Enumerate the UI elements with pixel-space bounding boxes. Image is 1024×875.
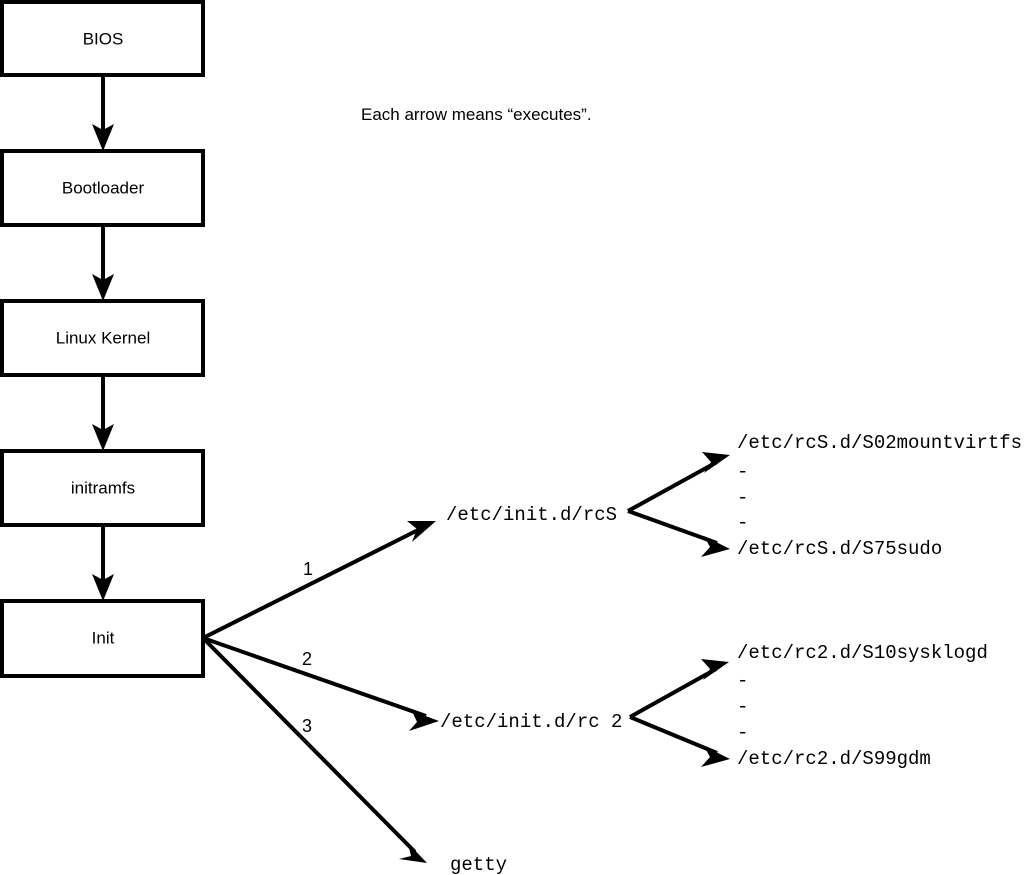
rcs-ellipsis-dash-2: - xyxy=(737,487,748,509)
bios-label: BIOS xyxy=(83,29,124,48)
bios-box[interactable] xyxy=(0,0,205,77)
rcs-script-last: /etc/rcS.d/S75sudo xyxy=(737,538,942,560)
arrow-init-to-rc2 xyxy=(202,636,439,731)
rc2-ellipsis-dash-3: - xyxy=(737,722,748,744)
node-initramfs[interactable]: initramfs xyxy=(0,449,205,527)
init-box[interactable] xyxy=(0,599,205,678)
arrow-bootloader-to-kernel xyxy=(92,225,114,301)
arrow-rcs-to-last-script xyxy=(627,509,730,557)
branch-number-1: 1 xyxy=(303,559,313,579)
arrow-init-to-rcs xyxy=(202,521,436,640)
initramfs-box[interactable] xyxy=(0,449,205,527)
rcs-ellipsis-dash-3: - xyxy=(737,512,748,534)
rc2-script-first: /etc/rc2.d/S10sysklogd xyxy=(737,642,988,664)
rcs-script-first: /etc/rcS.d/S02mountvirtfs xyxy=(737,432,1022,454)
arrow-rcs-to-first-script xyxy=(627,452,730,513)
node-bootloader[interactable]: Bootloader xyxy=(0,149,205,227)
node-bios[interactable]: BIOS xyxy=(0,0,205,77)
rc2-script-last: /etc/rc2.d/S99gdm xyxy=(737,748,931,770)
node-init[interactable]: Init xyxy=(0,599,205,678)
branch-label-rc2: /etc/init.d/rc 2 xyxy=(440,711,622,733)
arrow-bios-to-bootloader xyxy=(92,75,114,151)
bootloader-label: Bootloader xyxy=(62,178,145,197)
branch-label-getty: getty xyxy=(450,854,507,875)
node-linux-kernel[interactable]: Linux Kernel xyxy=(0,299,205,377)
rcs-ellipsis-dash-1: - xyxy=(737,461,748,483)
arrow-rc2-to-first-script xyxy=(629,659,729,719)
rc2-ellipsis-dash-2: - xyxy=(737,696,748,718)
arrow-kernel-to-initramfs xyxy=(92,375,114,451)
branch-number-3: 3 xyxy=(302,716,312,736)
rc2-ellipsis-dash-1: - xyxy=(737,670,748,692)
diagram-caption: Each arrow means “executes”. xyxy=(361,105,592,124)
branch-label-rcs: /etc/init.d/rcS xyxy=(446,504,617,526)
initramfs-label: initramfs xyxy=(71,478,135,497)
arrow-init-to-getty xyxy=(201,636,427,863)
arrow-rc2-to-last-script xyxy=(629,715,730,767)
branch-number-2: 2 xyxy=(302,649,312,669)
init-label: Init xyxy=(92,628,115,647)
linux-kernel-label: Linux Kernel xyxy=(56,328,151,347)
arrow-initramfs-to-init xyxy=(92,525,114,601)
